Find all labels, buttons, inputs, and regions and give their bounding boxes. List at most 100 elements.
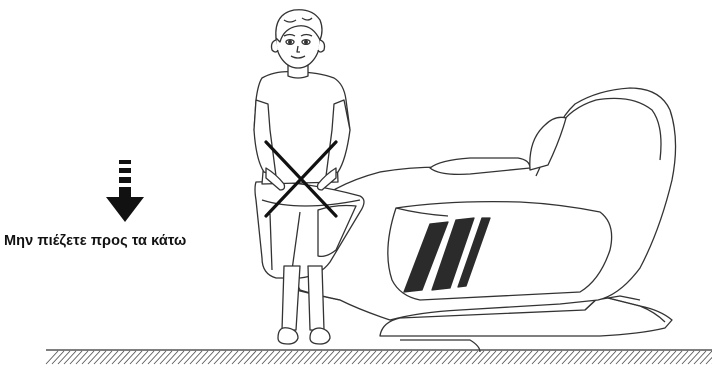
down-arrow-icon — [106, 160, 144, 222]
floor-hatch-line — [106, 351, 118, 364]
floor-hatch-line — [160, 351, 172, 364]
floor-hatch-line — [466, 351, 478, 364]
floor-hatch-line — [286, 351, 298, 364]
floor-hatch-line — [400, 351, 412, 364]
floor-hatch-line — [496, 351, 508, 364]
floor-hatch-line — [382, 351, 394, 364]
floor-hatch-line — [352, 351, 364, 364]
floor-hatch-line — [502, 351, 514, 364]
floor-hatch-line — [418, 351, 430, 364]
floor-hatch-line — [364, 351, 376, 364]
floor-hatch-line — [700, 351, 712, 364]
floor-hatch-line — [376, 351, 388, 364]
floor-hatch-line — [454, 351, 466, 364]
floor-hatch-line — [148, 351, 160, 364]
floor-hatch-line — [298, 351, 310, 364]
floor-hatch-line — [682, 351, 694, 364]
floor-hatch-line — [322, 351, 334, 364]
floor-hatch-line — [52, 351, 64, 364]
floor-hatch-line — [646, 351, 658, 364]
floor-hatch-line — [436, 351, 448, 364]
floor-hatch-line — [58, 351, 70, 364]
floor-hatch-line — [334, 351, 346, 364]
floor-hatch-line — [358, 351, 370, 364]
floor-hatch-line — [442, 351, 454, 364]
floor-hatch-line — [76, 351, 88, 364]
floor-hatch-line — [586, 351, 598, 364]
floor-hatch-line — [592, 351, 604, 364]
floor-hatch-line — [310, 351, 322, 364]
floor-hatch-line — [250, 351, 262, 364]
floor-hatch-line — [526, 351, 538, 364]
floor-hatch-line — [490, 351, 502, 364]
floor-hatch-line — [304, 351, 316, 364]
floor-hatch-line — [538, 351, 550, 364]
floor-hatch-line — [412, 351, 424, 364]
floor-hatch-line — [220, 351, 232, 364]
floor — [46, 350, 712, 364]
floor-hatch-line — [472, 351, 484, 364]
floor-hatch-line — [544, 351, 556, 364]
floor-hatch-line — [568, 351, 580, 364]
floor-hatch-line — [460, 351, 472, 364]
floor-hatch-line — [142, 351, 154, 364]
floor-hatch-line — [406, 351, 418, 364]
floor-hatch-line — [112, 351, 124, 364]
floor-hatch-line — [706, 351, 712, 364]
floor-hatch-line — [676, 351, 688, 364]
floor-hatch-line — [424, 351, 436, 364]
floor-hatch-line — [628, 351, 640, 364]
floor-hatch-line — [190, 351, 202, 364]
floor-hatch-line — [394, 351, 406, 364]
floor-hatch-line — [484, 351, 496, 364]
floor-hatch-line — [694, 351, 706, 364]
floor-hatch-line — [178, 351, 190, 364]
floor-hatch-line — [262, 351, 274, 364]
floor-hatch-line — [226, 351, 238, 364]
floor-hatch-line — [478, 351, 490, 364]
floor-hatch-line — [370, 351, 382, 364]
instruction-text: Μην πιέζετε προς τα κάτω — [4, 233, 254, 249]
floor-hatch-line — [268, 351, 280, 364]
floor-hatch-line — [658, 351, 670, 364]
floor-hatch-line — [604, 351, 616, 364]
floor-hatch-line — [616, 351, 628, 364]
floor-hatch-line — [214, 351, 226, 364]
floor-hatch-line — [316, 351, 328, 364]
floor-hatch-line — [256, 351, 268, 364]
floor-hatch-line — [610, 351, 622, 364]
floor-hatch-line — [514, 351, 526, 364]
floor-hatch-line — [598, 351, 610, 364]
floor-hatch-line — [520, 351, 532, 364]
floor-hatch-line — [118, 351, 130, 364]
floor-hatch-line — [574, 351, 586, 364]
floor-hatch-line — [640, 351, 652, 364]
floor-hatch-line — [82, 351, 94, 364]
floor-hatch-line — [64, 351, 76, 364]
floor-hatch-line — [580, 351, 592, 364]
floor-hatch-line — [184, 351, 196, 364]
floor-hatch-line — [508, 351, 520, 364]
floor-hatch-line — [346, 351, 358, 364]
floor-hatch-line — [634, 351, 646, 364]
floor-hatch-line — [172, 351, 184, 364]
floor-hatch-line — [136, 351, 148, 364]
floor-hatch-line — [130, 351, 142, 364]
floor-hatch-line — [94, 351, 106, 364]
floor-hatch-line — [70, 351, 82, 364]
floor-hatch-line — [670, 351, 682, 364]
floor-hatch-line — [556, 351, 568, 364]
floor-hatch-line — [664, 351, 676, 364]
floor-hatch-line — [430, 351, 442, 364]
floor-hatch-line — [202, 351, 214, 364]
floor-hatch-line — [124, 351, 136, 364]
floor-hatch-line — [274, 351, 286, 364]
floor-hatch-line — [328, 351, 340, 364]
floor-hatch-line — [244, 351, 256, 364]
floor-hatch-line — [550, 351, 562, 364]
floor-hatch-line — [88, 351, 100, 364]
floor-hatch-line — [208, 351, 220, 364]
floor-hatch-line — [166, 351, 178, 364]
